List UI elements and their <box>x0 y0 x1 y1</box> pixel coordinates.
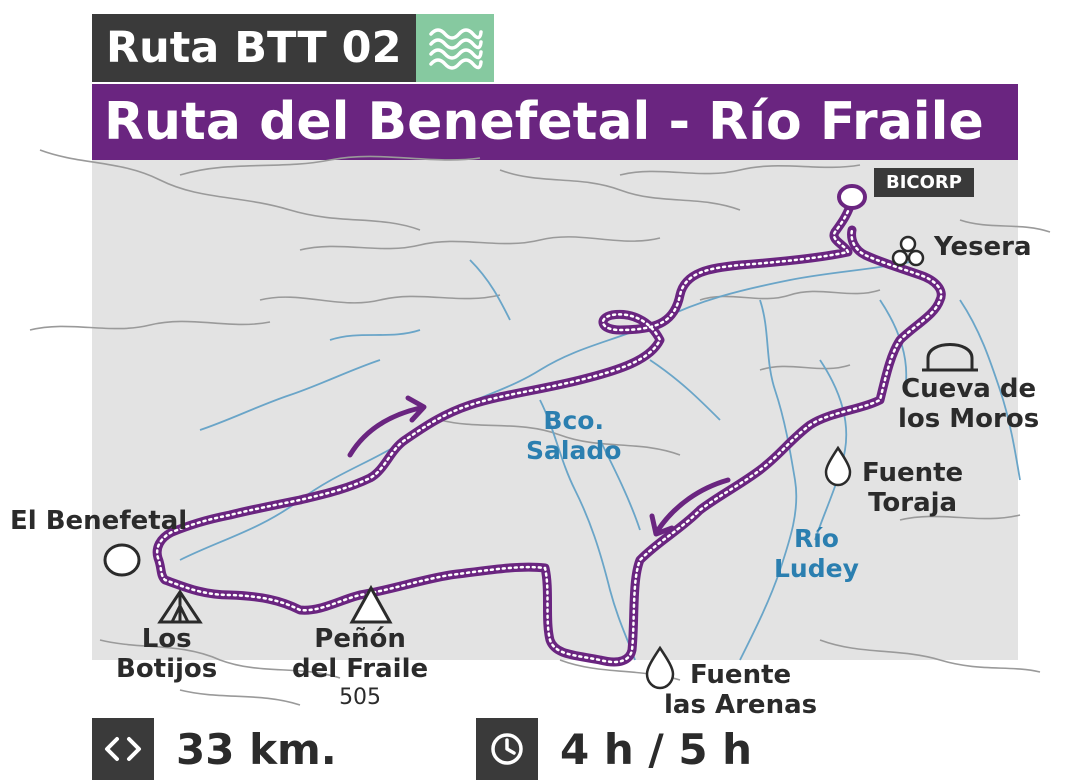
direction-arrow-icon <box>347 395 427 458</box>
water-waves-icon <box>415 14 494 82</box>
direction-arrow-icon <box>649 477 731 537</box>
penon-label: Peñón del Fraile 505 <box>292 624 428 712</box>
route-path-dots <box>155 198 943 664</box>
distance-arrows-icon <box>92 718 154 780</box>
los-botijos-label: Los Botijos <box>116 624 217 684</box>
cueva-label: Cueva de los Moros <box>898 374 1039 434</box>
cave-icon <box>922 343 978 372</box>
water-drop-icon <box>645 645 675 690</box>
el-benefetal-label: El Benefetal <box>10 506 188 536</box>
cueva-label-line2: los Moros <box>898 404 1040 434</box>
rio-ludey-line2: Ludey <box>774 554 859 583</box>
route-tag: Ruta BTT 02 <box>92 14 494 82</box>
bco-salado-label: Bco. Salado <box>526 406 621 466</box>
rio-ludey-label: Río Ludey <box>774 524 859 584</box>
distance-stat: 33 km. <box>92 718 337 780</box>
distance-value: 33 km. <box>176 724 337 774</box>
circle-marker-icon <box>103 543 141 577</box>
rio-ludey-line1: Río <box>793 524 839 553</box>
fuente-toraja-line2: Toraja <box>868 488 958 518</box>
water-drop-icon <box>824 445 852 487</box>
penon-line1: Peñón <box>314 624 406 654</box>
los-botijos-line1: Los <box>141 624 192 654</box>
clock-icon <box>476 718 538 780</box>
fuente-toraja-line1: Fuente <box>862 458 964 488</box>
fuente-arenas-line1: Fuente <box>689 660 792 690</box>
bicorp-label: BICORP <box>874 168 974 197</box>
gypsum-quarry-icon <box>891 235 925 267</box>
bco-salado-line2: Salado <box>526 436 622 465</box>
circle-marker-icon <box>837 184 867 210</box>
terrain-lines <box>29 149 1051 706</box>
penon-line2: del Fraile <box>292 654 429 684</box>
route-title: Ruta del Benefetal - Río Fraile <box>92 84 1018 160</box>
peak-triangle-icon <box>349 584 393 624</box>
duration-value: 4 h / 5 h <box>560 724 753 774</box>
yesera-label: Yesera <box>934 232 1032 262</box>
fuente-arenas-line2: las Arenas <box>664 690 818 720</box>
route-code: Ruta BTT 02 <box>92 14 416 82</box>
bco-salado-line1: Bco. <box>543 406 604 435</box>
los-botijos-line2: Botijos <box>116 654 218 684</box>
penon-elevation: 505 <box>339 685 382 710</box>
fuente-toraja-label: Fuente Toraja <box>862 458 963 518</box>
map-background <box>92 160 1018 660</box>
fuente-arenas-label: Fuente las Arenas <box>664 660 817 720</box>
cueva-label-line1: Cueva de <box>901 374 1037 404</box>
camp-tent-icon <box>157 589 203 624</box>
duration-stat: 4 h / 5 h <box>476 718 752 780</box>
